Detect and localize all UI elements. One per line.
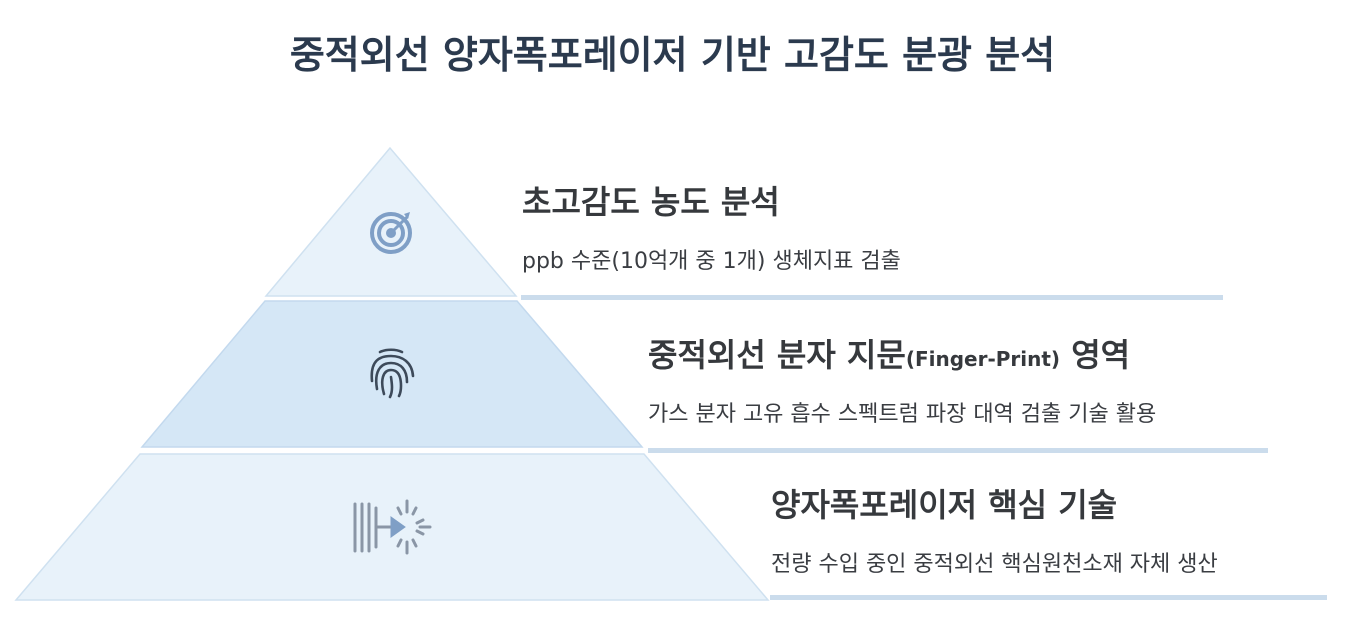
tier-top-heading: 초고감도 농도 분석 [522,183,780,221]
laser-icon [353,499,432,555]
tier-middle-text: 중적외선 분자 지문(Finger-Print) 영역 가스 분자 고유 흡수 … [648,330,1156,428]
tier-middle-heading-tail: 영역 [1071,336,1131,374]
tier-middle-heading-main: 중적외선 분자 지문 [648,336,906,374]
tier-top-text: 초고감도 농도 분석 ppb 수준(10억개 중 1개) 생체지표 검출 [522,177,901,275]
tier-middle-heading: 중적외선 분자 지문(Finger-Print) 영역 [648,330,1156,376]
tier-top-description: ppb 수준(10억개 중 1개) 생체지표 검출 [522,249,901,274]
tier-top-underline [521,295,1223,300]
tier-bottom-underline [770,595,1327,600]
target-icon [370,212,412,254]
page-title: 중적외선 양자폭포레이저 기반 고감도 분광 분석 [289,33,1056,77]
tier-middle-description: 가스 분자 고유 흡수 스펙트럼 파장 대역 검출 기술 활용 [648,402,1157,427]
fingerprint-icon [370,348,415,399]
tier-bottom-heading: 양자폭포레이저 핵심 기술 [771,486,1118,524]
tier-middle-heading-paren: (Finger-Print) [905,347,1061,371]
tier-bottom-description: 전량 수입 중인 중적외선 핵심원천소재 자체 생산 [771,552,1218,577]
tier-bottom-text: 양자폭포레이저 핵심 기술 전량 수입 중인 중적외선 핵심원천소재 자체 생산 [771,480,1218,578]
tier-middle-underline [648,448,1268,453]
pyramid-tier-middle [140,300,644,448]
